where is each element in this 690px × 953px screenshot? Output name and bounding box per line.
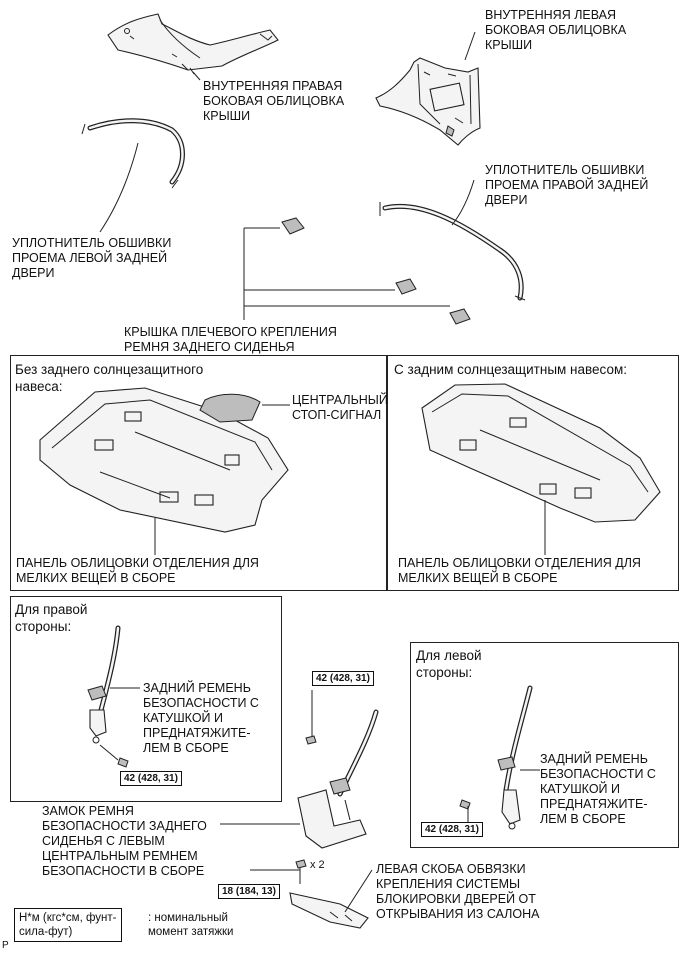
belt-cover-illustrations bbox=[243, 217, 471, 325]
left-belt-label: ЗАДНИЙ РЕМЕНЬ БЕЗОПАСНОСТИ С КАТУШКОЙ И … bbox=[540, 752, 656, 826]
center-buckle-illustration bbox=[220, 690, 379, 849]
lock-bracket-label: ЛЕВАЯ СКОБА ОБВЯЗКИ КРЕПЛЕНИЯ СИСТЕМЫ БЛ… bbox=[376, 862, 540, 921]
right-roof-trim-label: ВНУТРЕННЯЯ ПРАВАЯ БОКОВАЯ ОБЛИЦОВКА КРЫШ… bbox=[203, 79, 345, 123]
with-sunshade-panel-box bbox=[387, 355, 679, 591]
with-sunshade-heading: С задним солнцезащитным навесом: bbox=[394, 362, 627, 377]
left-door-weatherstrip-illustration bbox=[81, 118, 185, 233]
no-sunshade-heading: Без заднего солнцезащитного навеса: bbox=[15, 362, 204, 394]
right-weatherstrip-label: УПЛОТНИТЕЛЬ ОБШИВКИ ПРОЕМА ПРАВОЙ ЗАДНЕЙ… bbox=[485, 163, 649, 207]
corner-mark: P bbox=[2, 940, 9, 951]
left-roof-trim-label: ВНУТРЕННЯЯ ЛЕВАЯ БОКОВАЯ ОБЛИЦОВКА КРЫШИ bbox=[485, 8, 627, 52]
right-door-weatherstrip-illustration bbox=[379, 179, 526, 301]
quantity-label: x 2 bbox=[310, 859, 325, 871]
right-side-box bbox=[10, 596, 282, 802]
right-belt-label: ЗАДНИЙ РЕМЕНЬ БЕЗОПАСНОСТИ С КАТУШКОЙ И … bbox=[143, 681, 259, 755]
package-tray-label-2: ПАНЕЛЬ ОБЛИЦОВКИ ОТДЕЛЕНИЯ ДЛЯ МЕЛКИХ ВЕ… bbox=[398, 556, 641, 585]
buckle-label: ЗАМОК РЕМНЯ БЕЗОПАСНОСТИ ЗАДНЕГО СИДЕНЬЯ… bbox=[42, 804, 207, 878]
left-rear-belt-illustration bbox=[459, 685, 540, 830]
right-side-heading: Для правой стороны: bbox=[15, 602, 88, 634]
left-weatherstrip-label: УПЛОТНИТЕЛЬ ОБШИВКИ ПРОЕМА ЛЕВОЙ ЗАДНЕЙ … bbox=[12, 236, 172, 280]
torque-unit-legend: Н*м (кгс*см, фунт- сила-фут) bbox=[14, 908, 122, 942]
package-tray-illustration-2 bbox=[421, 383, 661, 555]
torque-right-belt: 42 (428, 31) bbox=[120, 771, 182, 786]
torque-left-belt: 42 (428, 31) bbox=[421, 822, 483, 837]
lock-bracket-illustration bbox=[250, 859, 373, 929]
torque-legend-description: : номинальный момент затяжки bbox=[148, 912, 234, 938]
right-rear-belt-illustration bbox=[87, 625, 140, 768]
left-side-box bbox=[410, 642, 679, 848]
no-sunshade-panel-box bbox=[10, 355, 387, 591]
torque-bracket-nut: 18 (184, 13) bbox=[218, 884, 280, 899]
package-tray-illustration-1 bbox=[39, 387, 290, 555]
left-side-heading: Для левой стороны: bbox=[416, 648, 482, 680]
torque-center-buckle: 42 (428, 31) bbox=[312, 671, 374, 686]
left-roof-side-trim-illustration bbox=[375, 57, 481, 146]
package-tray-label-1: ПАНЕЛЬ ОБЛИЦОВКИ ОТДЕЛЕНИЯ ДЛЯ МЕЛКИХ ВЕ… bbox=[16, 556, 259, 585]
stop-lamp-label: ЦЕНТРАЛЬНЫЙ СТОП-СИГНАЛ bbox=[292, 393, 388, 422]
right-roof-side-trim-illustration bbox=[107, 13, 279, 75]
belt-cover-label: КРЫШКА ПЛЕЧЕВОГО КРЕПЛЕНИЯ РЕМНЯ ЗАДНЕГО… bbox=[124, 325, 337, 354]
